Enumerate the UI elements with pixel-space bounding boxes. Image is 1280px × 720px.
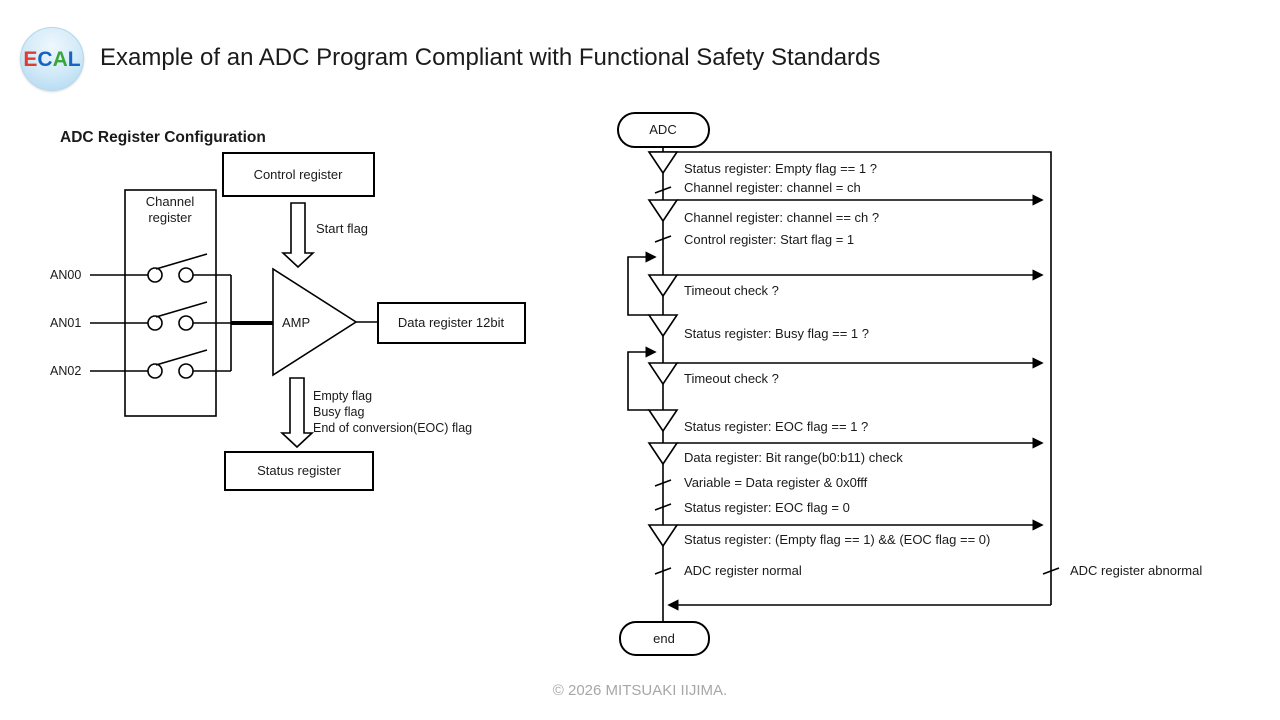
step-tick-marks xyxy=(654,186,1060,575)
switch-contact xyxy=(178,363,194,379)
condition-triangle xyxy=(647,199,679,223)
channel-register-box xyxy=(124,189,217,417)
loop-back-line-2 xyxy=(627,346,657,411)
logo-letter: C xyxy=(37,47,53,71)
channel-register-label-line1: Channel xyxy=(146,194,195,209)
start-flag-label: Start flag xyxy=(316,221,368,236)
step-label-channel-check: Channel register: channel == ch ? xyxy=(684,210,879,225)
logo-letter: L xyxy=(67,47,81,71)
switch-contact xyxy=(147,315,163,331)
loop-back-line-1 xyxy=(627,251,657,316)
channel-register-label-line2: register xyxy=(148,210,192,225)
logo-letter: A xyxy=(52,47,68,71)
step-label-final-check: Status register: (Empty flag == 1) && (E… xyxy=(684,532,990,547)
input-label-an02: AN02 xyxy=(50,364,81,378)
data-register-box xyxy=(377,302,526,344)
status-register-label: Status register xyxy=(257,463,341,478)
flag-label-busy: Busy flag xyxy=(313,405,364,419)
adc-register-configuration-diagram: ADC Register Configuration Control regis… xyxy=(50,129,526,491)
condition-triangle xyxy=(647,151,679,175)
flag-label-empty: Empty flag xyxy=(313,389,372,403)
condition-triangle xyxy=(647,524,679,548)
adc-flowchart: ADC end Status register: Empty flag == 1… xyxy=(617,112,1202,656)
switch-contact xyxy=(147,267,163,283)
step-label-eoc-check: Status register: EOC flag == 1 ? xyxy=(684,419,868,434)
control-register-label: Control register xyxy=(254,167,344,182)
copyright-text: © 2026 MITSUAKI IIJIMA. xyxy=(552,682,728,699)
tick xyxy=(654,479,672,487)
status-register-box xyxy=(224,451,374,491)
tick xyxy=(654,503,672,511)
page-title: Example of an ADC Program Compliant with… xyxy=(100,44,881,71)
condition-triangle xyxy=(647,409,679,433)
condition-triangle xyxy=(647,274,679,298)
flag-label-eoc: End of conversion(EOC) flag xyxy=(313,421,472,435)
switch-contact xyxy=(147,363,163,379)
start-flag-arrow-icon xyxy=(280,202,316,269)
switch-blade xyxy=(155,301,208,318)
step-label-timeout-2: Timeout check ? xyxy=(684,371,779,386)
status-flags-arrow-icon xyxy=(279,377,315,449)
condition-triangle xyxy=(647,314,679,338)
control-register-box xyxy=(222,152,375,197)
step-label-read-data: Variable = Data register & 0x0fff xyxy=(684,475,868,490)
switch-blade xyxy=(155,349,208,366)
step-label-empty-check: Status register: Empty flag == 1 ? xyxy=(684,161,877,176)
step-label-bit-range-check: Data register: Bit range(b0:b11) check xyxy=(684,450,903,465)
condition-triangles xyxy=(647,151,679,548)
tick xyxy=(654,235,672,243)
switch-contact xyxy=(178,267,194,283)
tick xyxy=(1042,567,1060,575)
switch-contact xyxy=(178,315,194,331)
step-label-set-channel: Channel register: channel = ch xyxy=(684,180,861,195)
condition-triangle xyxy=(647,442,679,466)
amp-label: AMP xyxy=(282,315,310,330)
flow-start-terminator xyxy=(617,112,710,148)
step-label-set-start-flag: Control register: Start flag = 1 xyxy=(684,232,854,247)
section-heading: ADC Register Configuration xyxy=(60,129,266,146)
condition-triangle xyxy=(647,362,679,386)
switch-blade xyxy=(155,253,208,270)
flow-step-labels: Status register: Empty flag == 1 ? Chann… xyxy=(684,161,1202,578)
step-label-timeout-1: Timeout check ? xyxy=(684,283,779,298)
data-register-label: Data register 12bit xyxy=(398,315,505,330)
step-label-normal: ADC register normal xyxy=(684,563,802,578)
step-label-clear-eoc: Status register: EOC flag = 0 xyxy=(684,500,850,515)
flow-end-terminator xyxy=(619,621,710,656)
input-label-an00: AN00 xyxy=(50,268,81,282)
tick xyxy=(654,186,672,194)
flow-end-label: end xyxy=(653,631,675,646)
logo-letter: E xyxy=(23,47,38,71)
abnormal-rail xyxy=(649,151,1052,605)
input-label-an01: AN01 xyxy=(50,316,81,330)
step-label-abnormal: ADC register abnormal xyxy=(1070,563,1202,578)
flow-start-label: ADC xyxy=(649,122,676,137)
ecal-logo-icon: E C A L xyxy=(20,27,84,91)
tick xyxy=(654,567,672,575)
channel-switch-rows: AN00 AN01 AN02 xyxy=(50,253,273,379)
amp-triangle xyxy=(272,267,358,377)
step-label-busy-check: Status register: Busy flag == 1 ? xyxy=(684,326,869,341)
